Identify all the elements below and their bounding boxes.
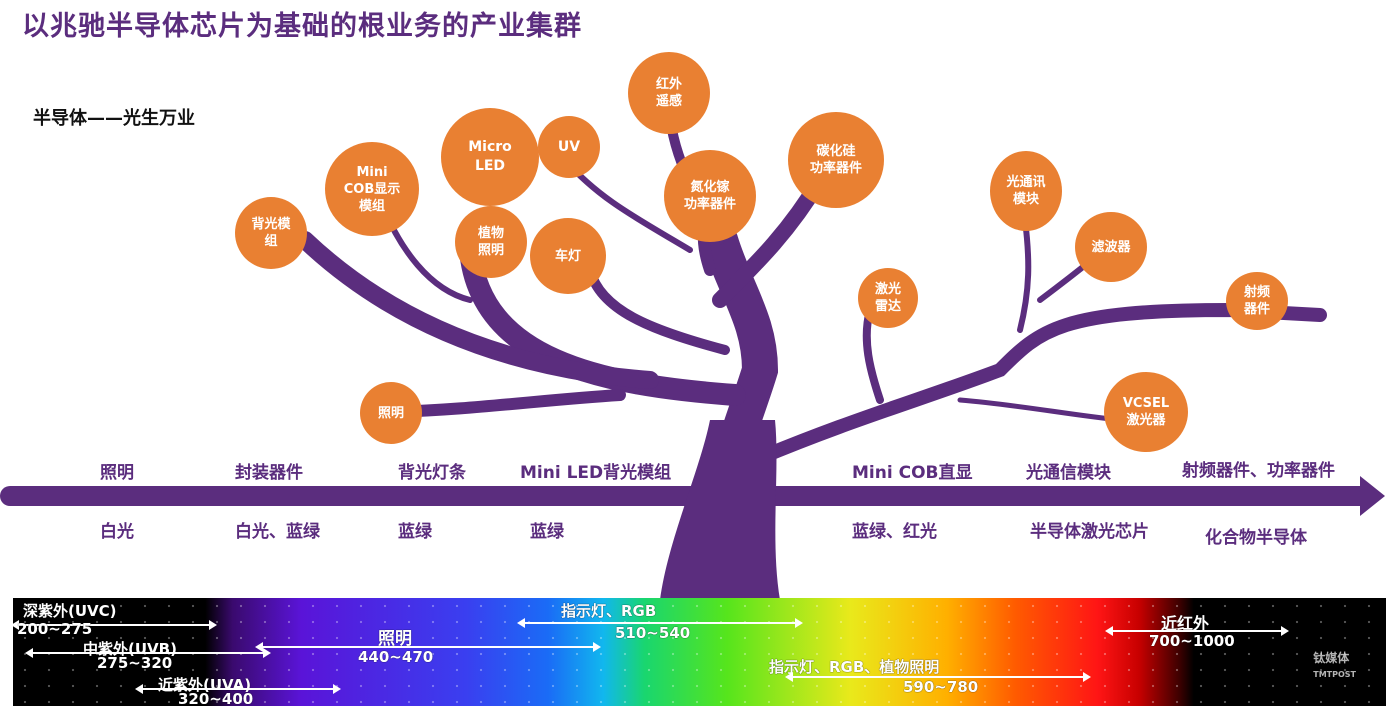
bubble-optical-module: 光通讯 模块	[990, 151, 1062, 231]
bubble-uv: UV	[538, 116, 600, 178]
bubble-rf-device: 射频 器件	[1226, 272, 1288, 330]
bubble-mini-cob: Mini COB显示 模组	[325, 142, 419, 236]
bottom-label-white: 白光	[100, 522, 134, 542]
bottom-label-bluegreen-1: 蓝绿	[398, 522, 432, 542]
bottom-label-white-bluegreen: 白光、蓝绿	[235, 522, 320, 542]
top-label-backlight-strip: 背光灯条	[398, 463, 466, 483]
timeline-arrow-head	[1360, 476, 1385, 516]
bottom-label-laser-chip: 半导体激光芯片	[1030, 522, 1149, 542]
bubble-micro-led: Micro LED	[441, 108, 539, 206]
spectrum-uva-range: 320~400	[178, 690, 254, 708]
bubble-gan-power: 氮化镓 功率器件	[664, 150, 756, 242]
top-label-packaging: 封装器件	[235, 463, 303, 483]
bubble-car-light: 车灯	[530, 218, 606, 294]
spectrum-nir-label: 近红外	[1161, 614, 1210, 633]
top-label-rf-power: 射频器件、功率器件	[1182, 461, 1335, 481]
branch-optical	[1017, 217, 1032, 333]
branch-backlight	[296, 231, 659, 389]
branch-vcsel	[957, 397, 1123, 423]
watermark-en: TMTPOST	[1313, 670, 1356, 679]
branch-lighting	[384, 389, 626, 418]
spectrum-nir-arrow	[1105, 626, 1289, 636]
bubble-backlight-module: 背光模 组	[235, 197, 307, 269]
branch-car	[585, 265, 730, 355]
bottom-label-bluegreen-2: 蓝绿	[530, 522, 564, 542]
spectrum-uvc-range: 200~275	[17, 620, 93, 638]
spectrum-uvb-range: 275~320	[97, 654, 173, 672]
branch-right	[748, 302, 1327, 467]
bottom-label-bluegreen-red: 蓝绿、红光	[852, 522, 937, 542]
bubble-plant-lighting: 植物 照明	[455, 206, 527, 278]
spectrum-indicator-arrow	[517, 618, 803, 628]
spectrum-lighting-range: 440~470	[358, 648, 434, 666]
bottom-label-compound: 化合物半导体	[1205, 528, 1307, 548]
bubble-filter: 滤波器	[1075, 212, 1147, 282]
bubble-ir-sensing: 红外 遥感	[628, 52, 710, 134]
watermark: 钛媒体 TMTPOST	[1313, 649, 1356, 680]
bubble-vcsel: VCSEL 激光器	[1104, 372, 1188, 452]
page-title: 以兆驰半导体芯片为基础的根业务的产业集群	[22, 11, 582, 42]
wavelength-spectrum: 深紫外(UVC) 200~275 中紫外(UVB) 275~320 近紫外(UV…	[11, 598, 1386, 708]
subtitle: 半导体——光生万业	[33, 108, 195, 129]
spectrum-indicator-label: 指示灯、RGB	[561, 602, 657, 620]
top-label-lighting: 照明	[100, 463, 134, 483]
trunk	[660, 420, 780, 600]
spectrum-indicator-plant-range: 590~780	[903, 678, 979, 696]
tree-graphic	[0, 90, 1385, 600]
spectrum-lighting-label: 照明	[378, 629, 412, 649]
watermark-cn: 钛媒体	[1313, 651, 1350, 665]
spectrum-indicator-plant-label: 指示灯、RGB、植物照明	[769, 658, 940, 676]
spectrum-indicator-range: 510~540	[615, 624, 691, 642]
top-label-mini-cob: Mini COB直显	[852, 463, 973, 483]
spectrum-uvc-label: 深紫外(UVC)	[23, 602, 117, 620]
spectrum-lighting-arrow	[255, 642, 601, 652]
spectrum-uvb-arrow	[25, 648, 271, 658]
spectrum-uvc-arrow	[11, 620, 217, 630]
spectrum-nir-range: 700~1000	[1149, 632, 1235, 650]
bubble-sic-power: 碳化硅 功率器件	[788, 112, 884, 208]
bubble-lighting: 照明	[360, 382, 422, 444]
spectrum-uva-arrow	[135, 684, 341, 694]
bubble-lidar: 激光 雷达	[858, 268, 918, 328]
top-label-mini-led: Mini LED背光模组	[520, 463, 672, 483]
top-label-optical: 光通信模块	[1026, 463, 1111, 483]
spectrum-indicator-plant-arrow	[785, 672, 1091, 682]
